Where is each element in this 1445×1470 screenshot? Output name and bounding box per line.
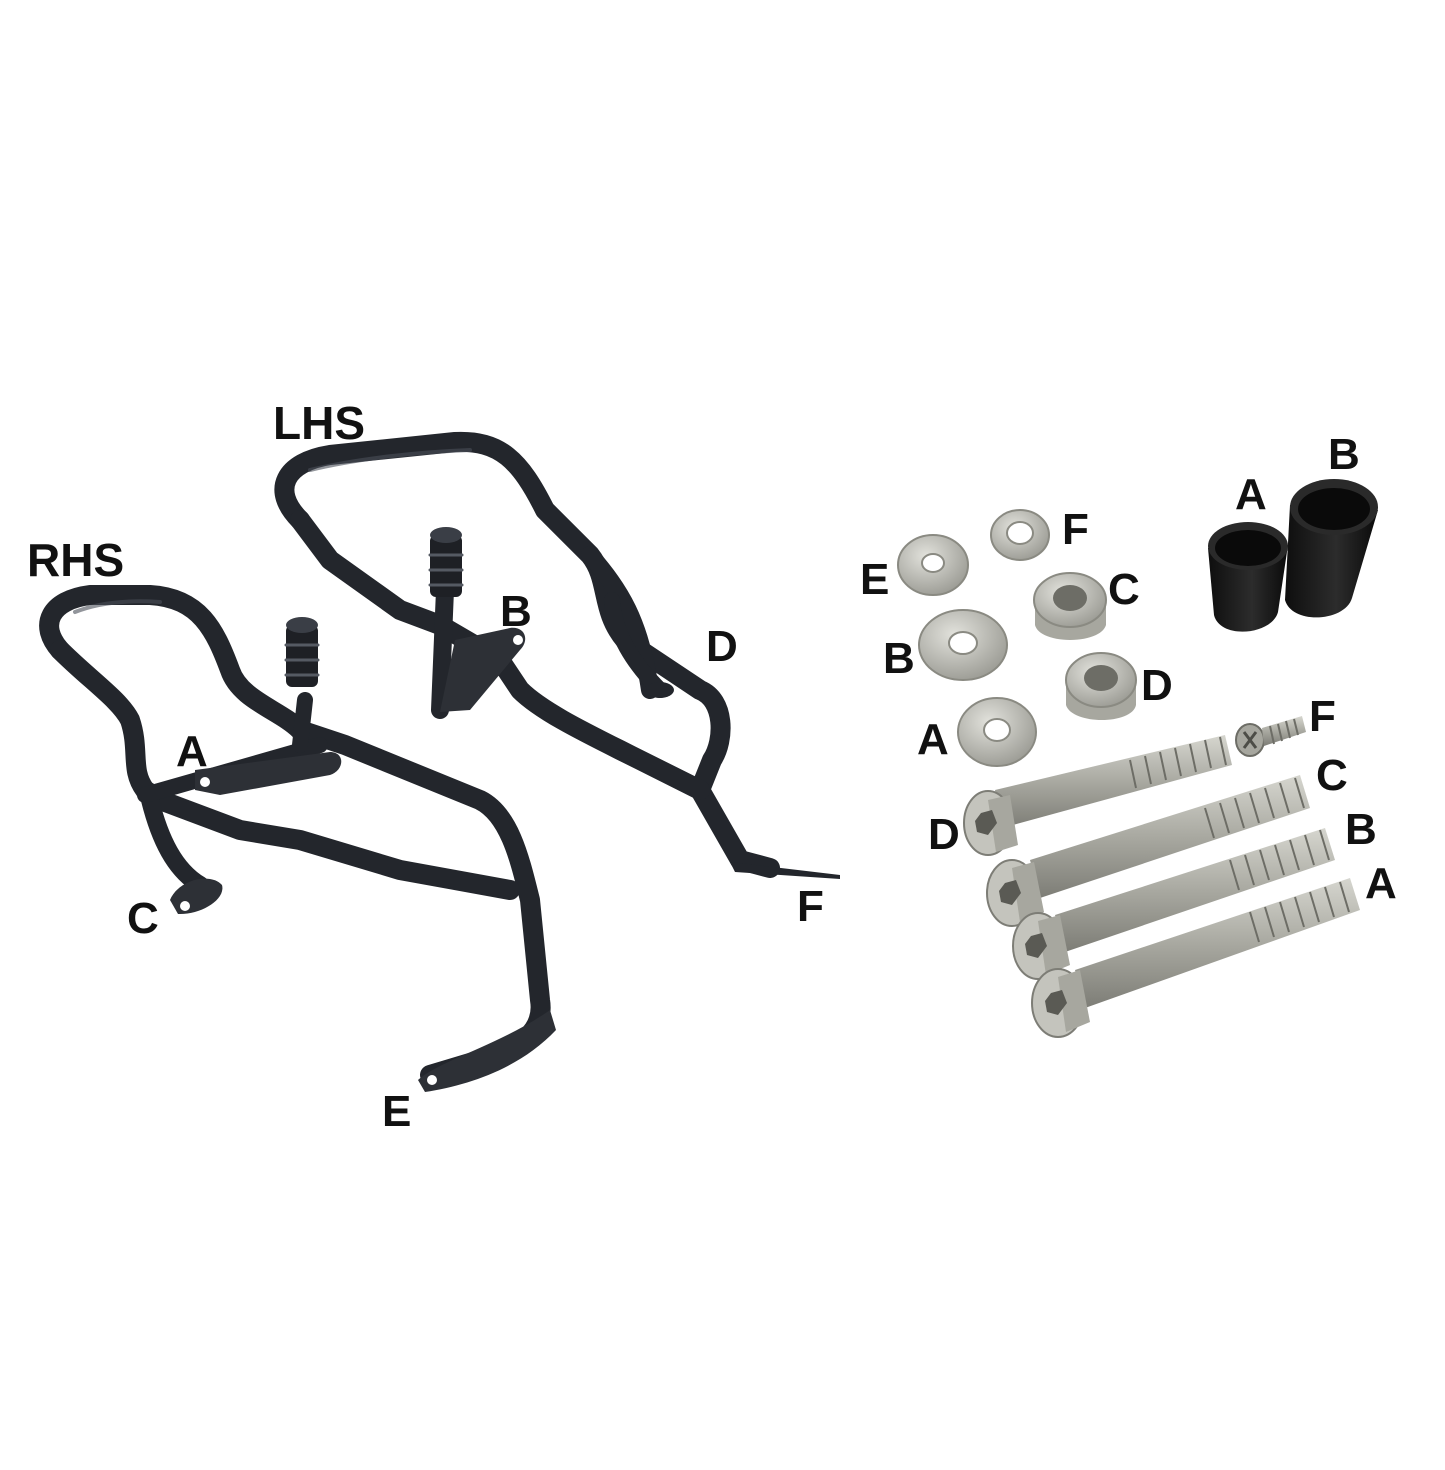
lhs-label: LHS — [273, 397, 365, 449]
spacers — [1208, 479, 1378, 632]
spacer-b — [1285, 479, 1378, 618]
washer-d — [1065, 652, 1137, 720]
bolt-d — [963, 735, 1232, 856]
rhs-point-a-label: A — [176, 727, 208, 776]
washer-c-label: C — [1108, 565, 1140, 614]
rhs-point-e-label: E — [382, 1087, 412, 1136]
rhs-label: RHS — [27, 534, 125, 586]
rhs-crash-bar — [39, 585, 556, 1092]
rhs-frame-slider — [284, 617, 320, 687]
washer-a-label: A — [917, 715, 949, 764]
washer-b-label: B — [883, 634, 915, 683]
washer-e-label: E — [860, 555, 890, 604]
bolt-a-label: A — [1365, 859, 1397, 908]
washer-c — [1033, 572, 1107, 640]
bolt-c-label: C — [1316, 751, 1348, 800]
lhs-point-b-label: B — [500, 587, 532, 636]
bolt-f — [1235, 716, 1306, 757]
washer-d-label: D — [1141, 661, 1173, 710]
spacer-a — [1208, 522, 1288, 632]
bolts — [963, 716, 1360, 1038]
washer-f — [990, 509, 1050, 561]
lhs-point-d-label: D — [706, 622, 738, 671]
bolt-b — [1012, 828, 1335, 980]
washer-b — [918, 609, 1008, 681]
bolt-f-label: F — [1309, 692, 1336, 741]
bolt-c — [986, 775, 1310, 927]
spacer-b-label: B — [1328, 430, 1360, 479]
spacer-a-label: A — [1235, 470, 1267, 519]
lhs-point-f-label: F — [797, 882, 824, 931]
washer-e — [897, 534, 969, 596]
bolt-b-label: B — [1345, 805, 1377, 854]
washers — [897, 509, 1137, 767]
washer-a — [957, 697, 1037, 767]
lhs-frame-slider — [428, 527, 464, 597]
bolt-a — [1031, 878, 1360, 1038]
bolt-d-label: D — [928, 810, 960, 859]
lhs-crash-bar — [274, 431, 840, 879]
washer-f-label: F — [1062, 505, 1089, 554]
rhs-point-c-label: C — [127, 894, 159, 943]
